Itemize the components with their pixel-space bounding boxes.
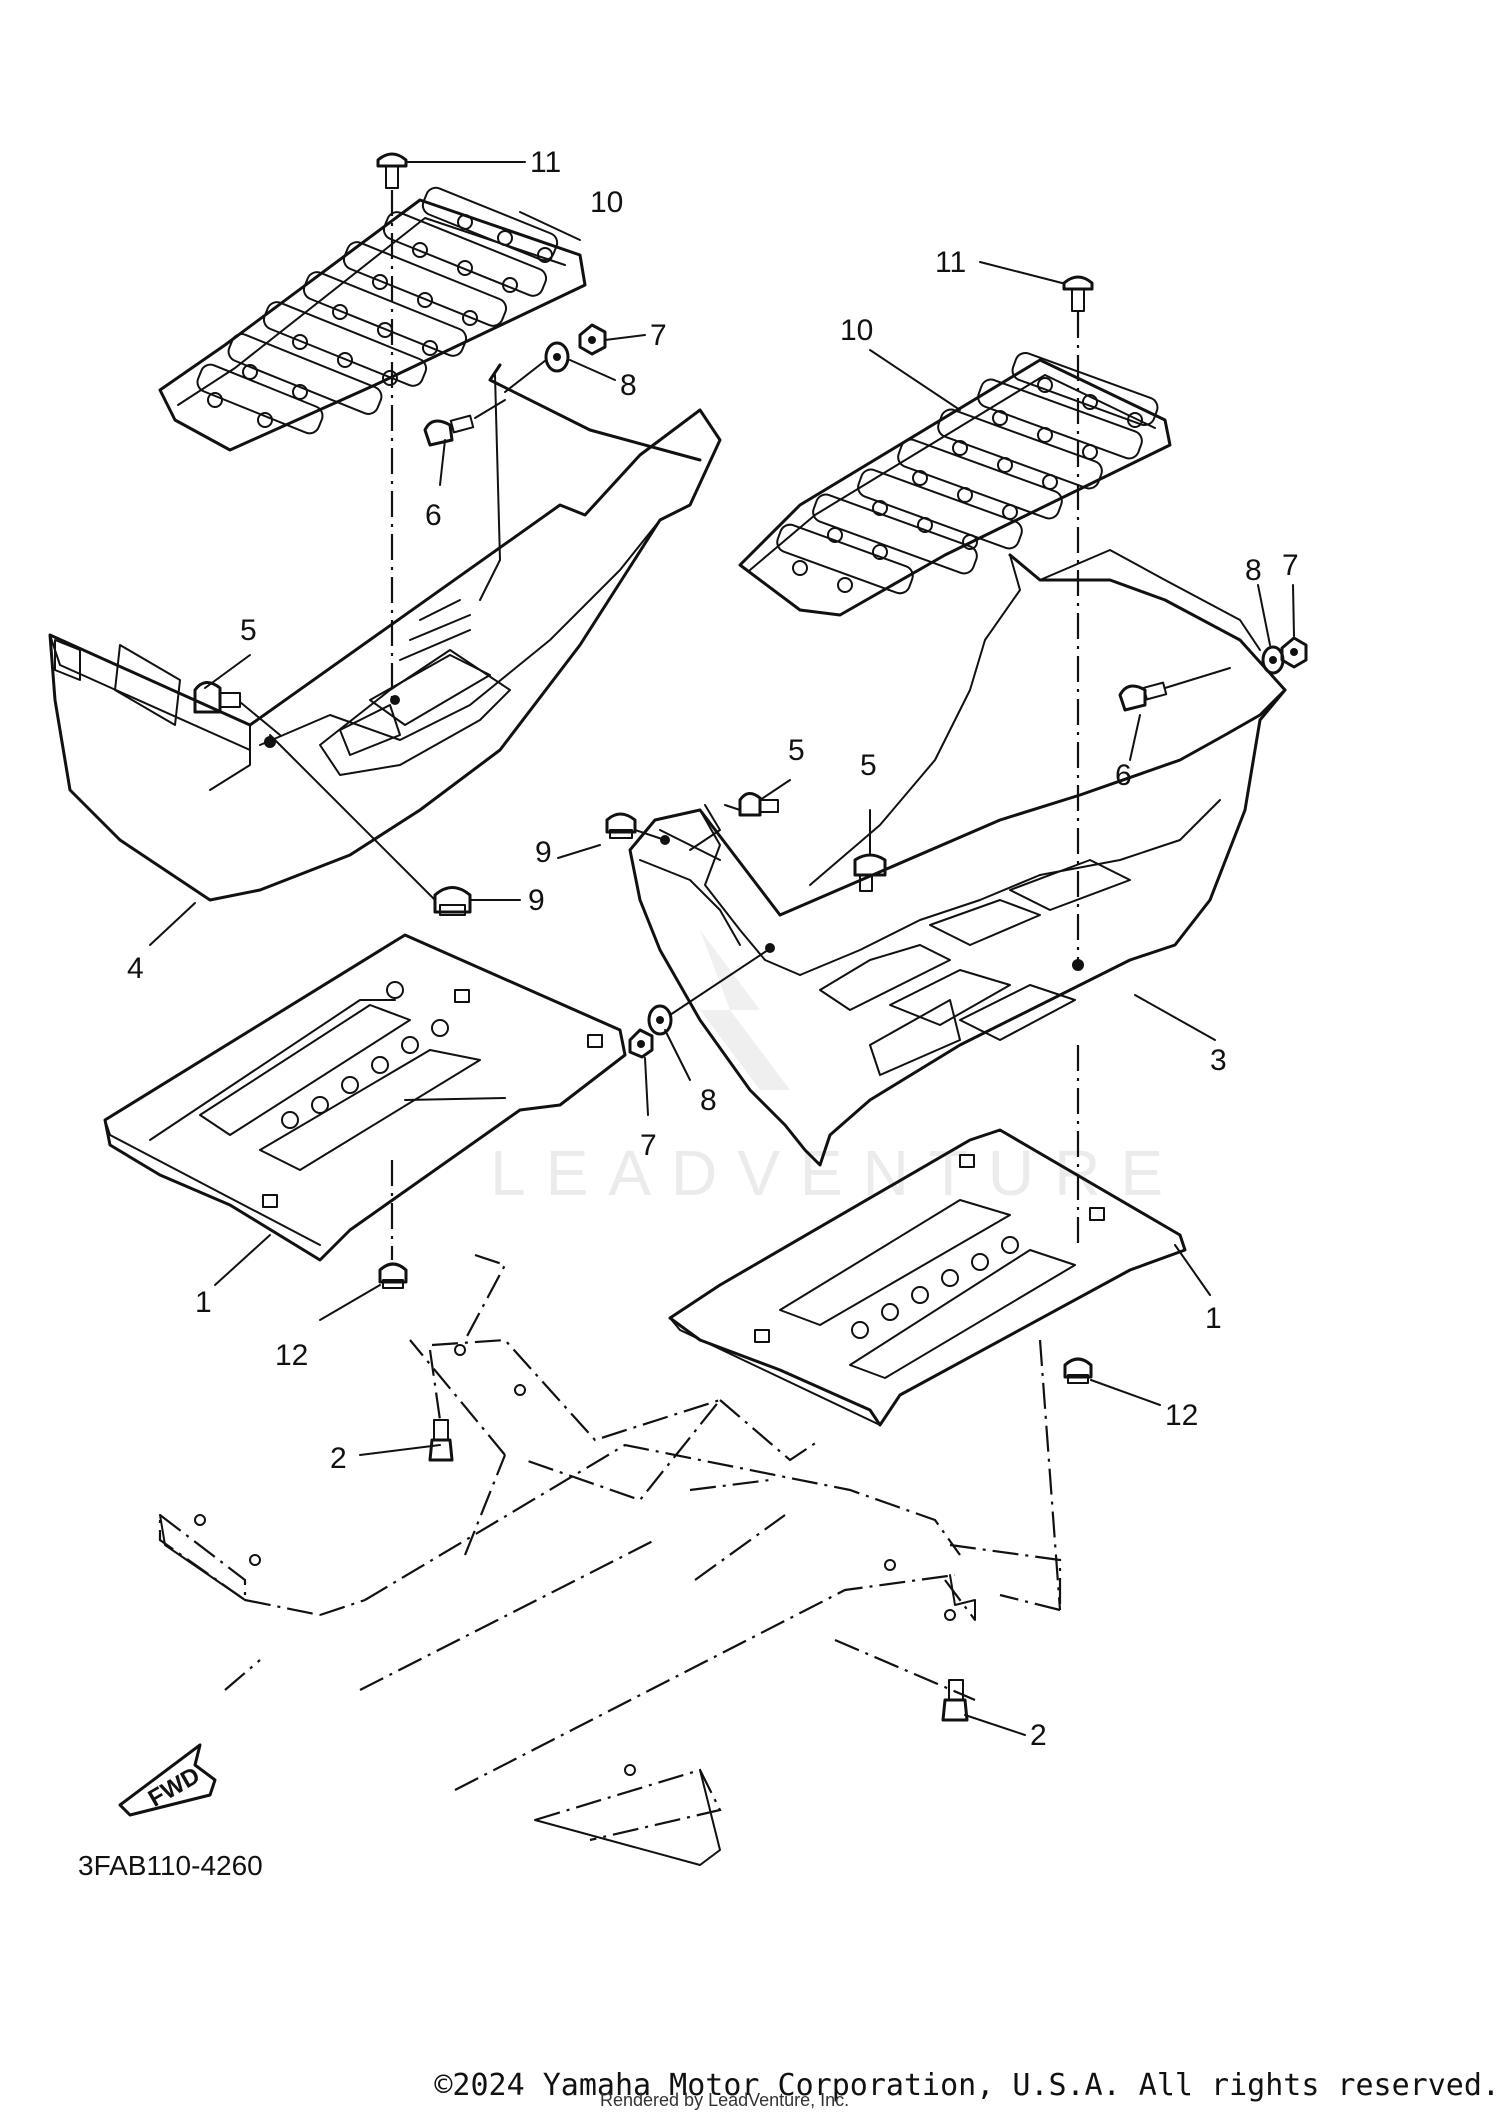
left-bolt-11 <box>378 154 406 700</box>
right-bolt-6 <box>1120 668 1230 710</box>
left-washer-8 <box>505 343 568 392</box>
callout-11-right: 11 <box>935 246 966 279</box>
copyright-notice: ©2024 Yamaha Motor Corporation, U.S.A. A… <box>434 2068 1500 2103</box>
left-bolt-2 <box>430 1420 452 1460</box>
right-nut-7b <box>630 1030 652 1057</box>
right-bolt-11 <box>1064 277 1092 965</box>
callout-9-left: 9 <box>528 884 545 917</box>
callout-5-left: 5 <box>240 614 257 647</box>
right-grommet-12 <box>1065 1359 1091 1383</box>
callout-labels: 11 10 7 8 6 5 9 4 1 12 2 11 10 8 7 6 5 5… <box>127 146 1299 1752</box>
right-hardware <box>607 638 1306 1057</box>
right-washer-8b <box>649 950 768 1034</box>
left-flange-nut-9 <box>270 735 470 915</box>
right-footrest-body <box>630 550 1285 1165</box>
right-bracket-1 <box>670 1045 1185 1425</box>
rendered-by-note: Rendered by LeadVenture, Inc. <box>600 2090 850 2110</box>
callout-12-right: 12 <box>1165 1399 1198 1432</box>
callout-6-right: 6 <box>1115 759 1132 792</box>
right-washer-8 <box>1263 647 1283 673</box>
callout-7-right: 7 <box>1282 549 1299 582</box>
callout-7-left: 7 <box>650 319 667 352</box>
callout-3: 3 <box>1210 1044 1227 1077</box>
callout-8-right-b: 8 <box>700 1084 717 1117</box>
callout-leaders <box>150 162 1294 1735</box>
callout-5-right-b: 5 <box>860 749 877 782</box>
vehicle-frame <box>160 1255 1060 1865</box>
right-footboard-mat <box>740 350 1170 615</box>
callout-5-right-a: 5 <box>788 734 805 767</box>
right-screw-5b <box>855 855 885 891</box>
callout-2-right: 2 <box>1030 1719 1047 1752</box>
callout-1-right: 1 <box>1205 1302 1222 1335</box>
callout-9-right: 9 <box>535 836 552 869</box>
callout-6-left: 6 <box>425 499 442 532</box>
left-screw-5 <box>195 682 280 735</box>
callout-7-right-b: 7 <box>640 1129 657 1162</box>
right-bolt-2 <box>943 1680 967 1720</box>
right-screw-5a <box>725 793 778 815</box>
callout-4: 4 <box>127 952 144 985</box>
callout-8-left: 8 <box>620 369 637 402</box>
left-grommet-12 <box>380 1264 406 1288</box>
fwd-arrow-icon: FWD <box>120 1745 215 1815</box>
left-bracket-1 <box>105 935 625 1260</box>
left-bolt-6 <box>425 400 505 445</box>
callout-11-left: 11 <box>530 146 561 179</box>
callout-12-left: 12 <box>275 1339 308 1372</box>
callout-10-right: 10 <box>840 314 873 347</box>
left-hardware <box>195 325 605 915</box>
callout-8-right: 8 <box>1245 554 1262 587</box>
left-footrest-body <box>50 365 720 900</box>
right-flange-nut-9 <box>607 814 665 840</box>
diagram-code: 3FAB110-4260 <box>78 1850 263 1881</box>
left-nut-7 <box>580 325 605 354</box>
callout-10-left: 10 <box>590 186 623 219</box>
left-footboard-mat <box>160 185 585 450</box>
callout-1-left: 1 <box>195 1286 212 1319</box>
right-nut-7 <box>1282 638 1306 667</box>
callout-2-left: 2 <box>330 1442 347 1475</box>
